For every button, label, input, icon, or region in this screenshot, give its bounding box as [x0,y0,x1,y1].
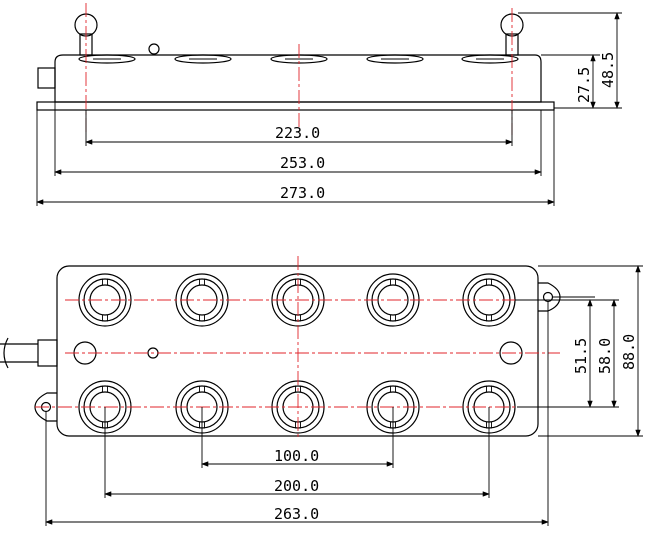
side-base-plate [36,101,555,111]
dim-text-48-5: 48.5 [599,52,617,88]
dim-text-88: 88.0 [620,334,638,370]
top-cable [0,337,58,369]
dim-text-51-5: 51.5 [572,338,590,374]
dim-text-200: 200.0 [274,477,319,495]
top-connectors [78,273,516,434]
dim-text-223: 223.0 [275,124,320,142]
dim-text-273: 273.0 [280,184,325,202]
side-cable-gland [37,67,56,89]
side-view: 223.0 253.0 273.0 27.5 48.5 [36,3,622,206]
side-connector-tops [78,54,519,64]
dim-text-58: 58.0 [596,338,614,374]
dim-text-27-5: 27.5 [575,67,593,103]
side-small-knob [148,43,160,55]
side-body [54,54,542,103]
dim-text-253: 253.0 [280,154,325,172]
dim-text-100: 100.0 [274,447,319,465]
top-view: 100.0 200.0 263.0 51.5 58.0 88.0 [0,256,643,526]
dim-text-263: 263.0 [274,505,319,523]
